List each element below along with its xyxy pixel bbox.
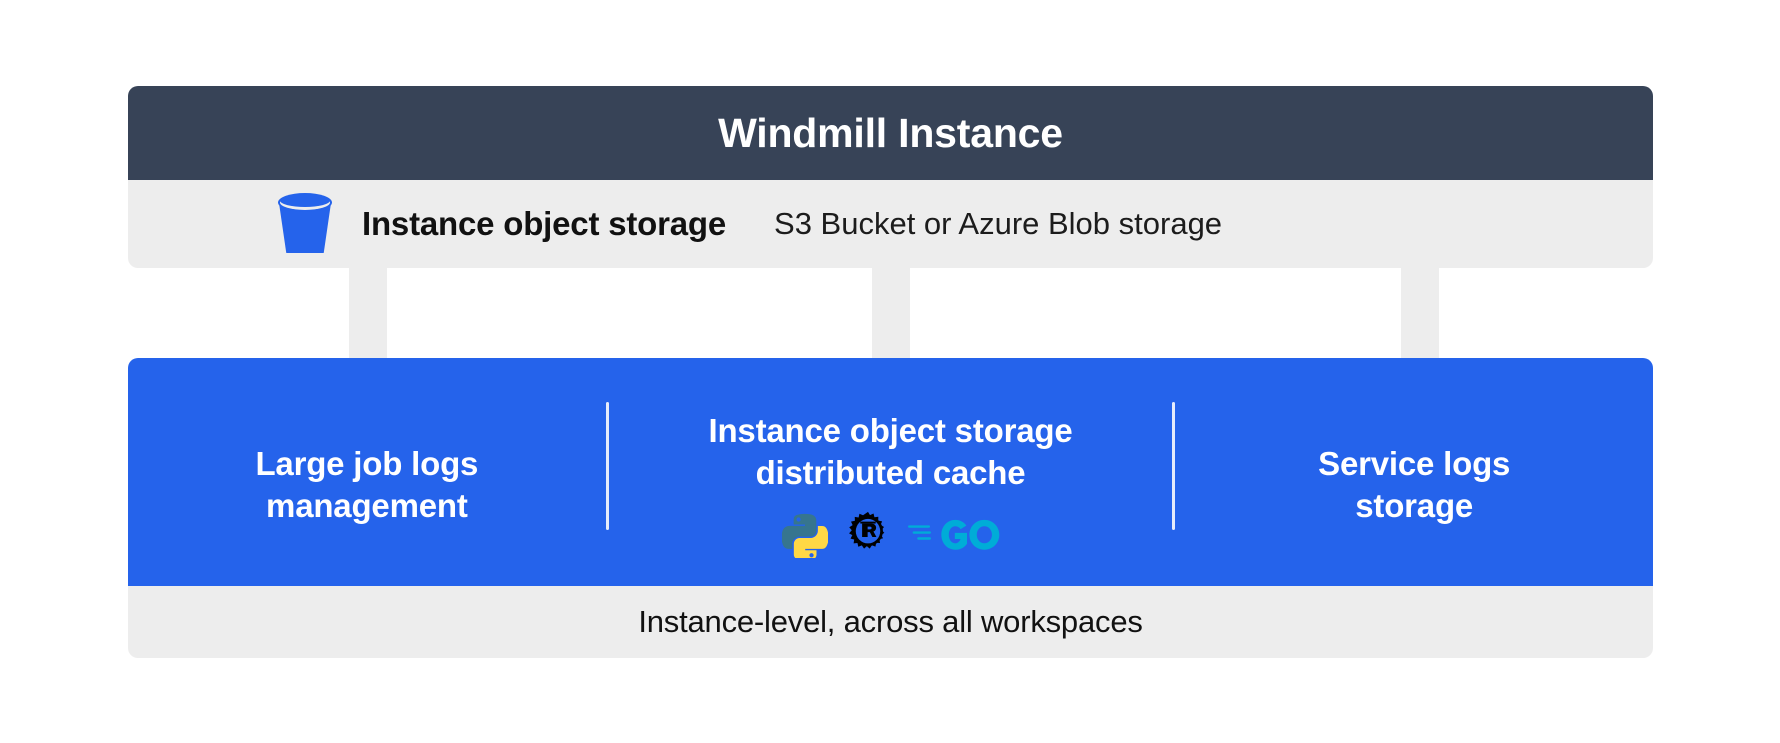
feature-service-logs-storage: Service logs storage [1175,358,1653,586]
scope-footer-label: Instance-level, across all workspaces [638,604,1143,639]
connector-stem [349,268,387,358]
panel-divider-2 [1172,402,1176,530]
feature-title: Instance object storage distributed cach… [708,411,1073,491]
language-logos [781,510,1000,560]
page-title: Windmill Instance [718,109,1063,156]
rust-logo [848,512,884,549]
connector-stem [1401,268,1439,358]
instance-card: Windmill Instance Instance object storag… [128,86,1653,268]
feature-instance-object-storage-distributed-cache: Instance object storage distributed cach… [609,358,1173,586]
object-storage-label: Instance object storage [362,205,727,242]
feature-title: Large job logs management [255,444,479,524]
architecture-diagram: Windmill Instance Instance object storag… [128,86,1653,658]
python-logo [781,514,828,559]
object-storage-detail: S3 Bucket or Azure Blob storage [774,206,1223,241]
connector-stem [872,268,910,358]
go-logo [907,520,999,550]
bucket-icon [276,191,334,257]
feature-large-job-logs-management: Large job logs management [128,358,606,586]
instance-header: Windmill Instance [128,86,1653,180]
features-panel: Large job logs management Instance objec… [128,358,1653,586]
panel-divider-1 [605,402,609,530]
scope-footer: Instance-level, across all workspaces [128,586,1653,658]
feature-title: Service logs storage [1318,444,1511,524]
object-storage-row: Instance object storage S3 Bucket or Azu… [128,180,1653,268]
